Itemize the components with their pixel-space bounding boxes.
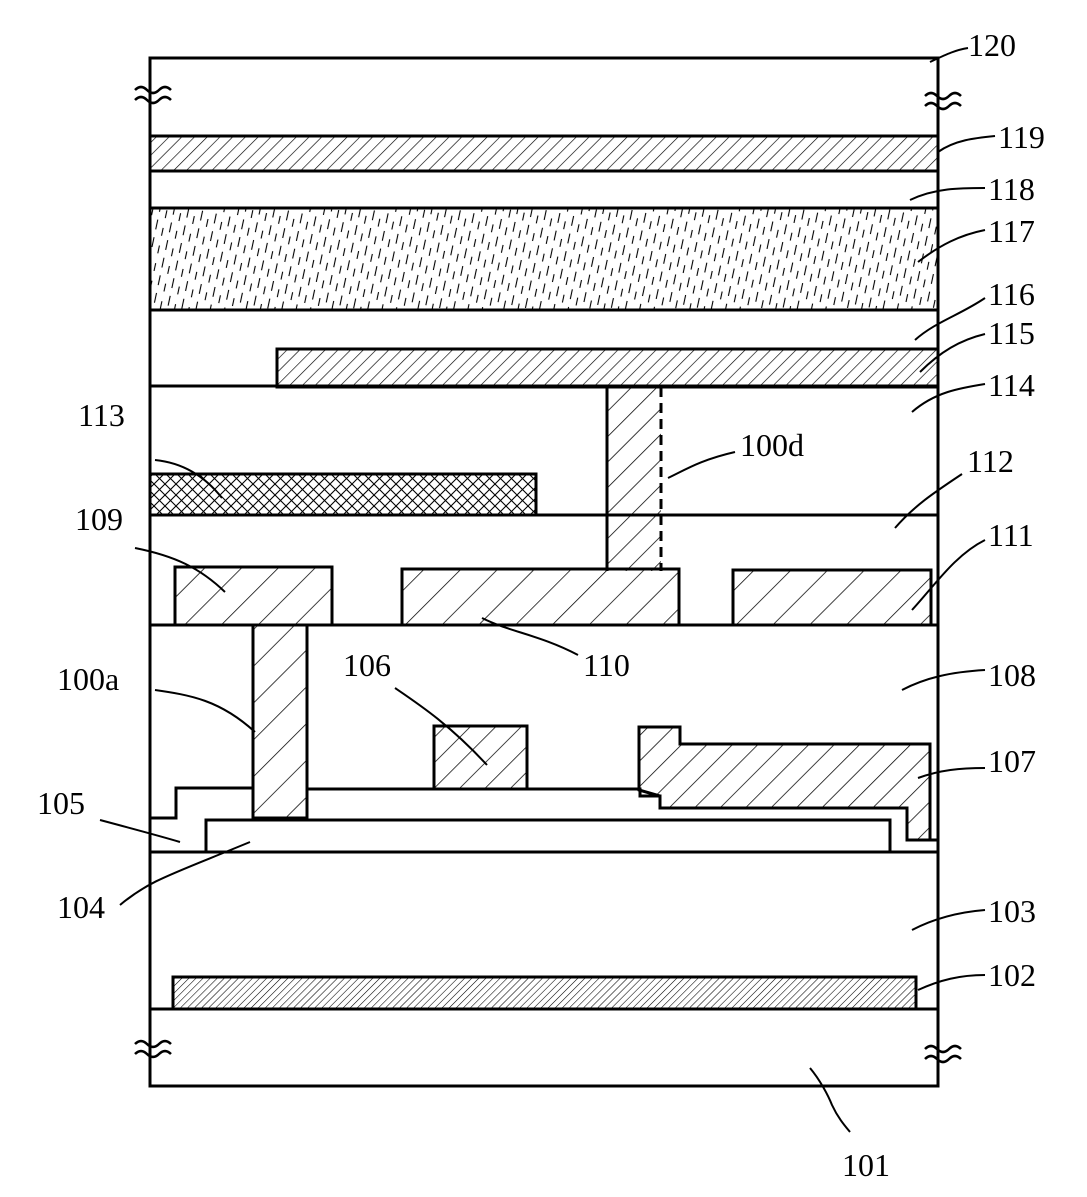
- label-100d: 100d: [740, 427, 804, 463]
- label-116: 116: [988, 276, 1035, 312]
- label-103: 103: [988, 893, 1036, 929]
- label-114: 114: [988, 367, 1035, 403]
- label-118: 118: [988, 171, 1035, 207]
- label-105: 105: [37, 785, 85, 821]
- layer-117: [150, 208, 938, 310]
- layer-104: [206, 820, 890, 852]
- layer-113: [150, 474, 536, 515]
- label-115: 115: [988, 315, 1035, 351]
- label-106: 106: [343, 647, 391, 683]
- contact-100d: [607, 387, 661, 571]
- label-107: 107: [988, 743, 1036, 779]
- label-119: 119: [998, 119, 1045, 155]
- label-110: 110: [583, 647, 630, 683]
- layer-115: [277, 349, 938, 387]
- label-108: 108: [988, 657, 1036, 693]
- label-109: 109: [75, 501, 123, 537]
- label-111: 111: [988, 517, 1034, 553]
- label-112: 112: [967, 443, 1014, 479]
- electrode-111: [733, 570, 931, 625]
- label-117: 117: [988, 213, 1035, 249]
- label-104: 104: [57, 889, 105, 925]
- electrode-110: [402, 569, 679, 625]
- layer-119: [150, 136, 938, 171]
- label-102: 102: [988, 957, 1036, 993]
- label-113: 113: [78, 397, 125, 433]
- label-120: 120: [968, 27, 1016, 63]
- label-101: 101: [842, 1147, 890, 1183]
- layer-102: [173, 977, 916, 1009]
- label-100a: 100a: [57, 661, 119, 697]
